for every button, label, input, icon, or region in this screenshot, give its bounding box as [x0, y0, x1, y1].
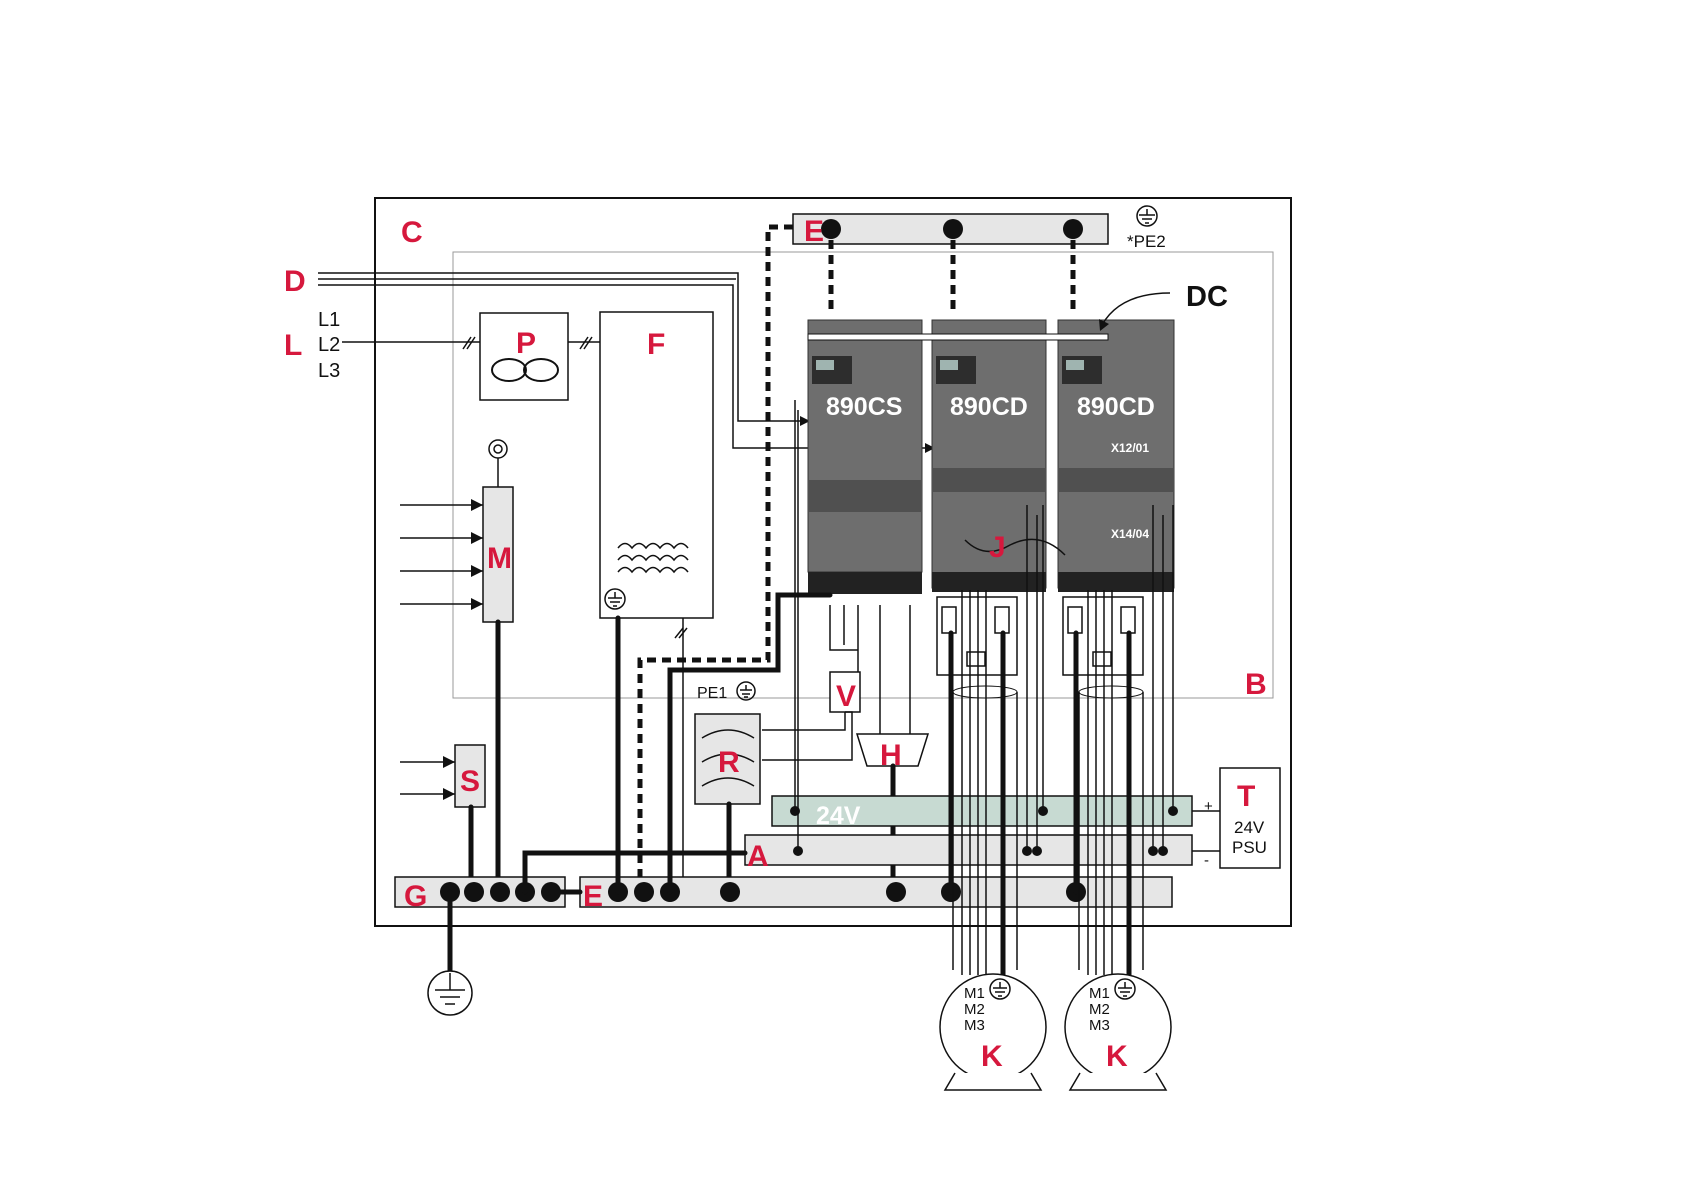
drive-890cd-2-label: 890CD [1077, 393, 1155, 421]
label-b: B [1245, 668, 1267, 701]
psu-voltage: 24V [1234, 818, 1265, 837]
port-x14-04: X14/04 [1111, 527, 1149, 541]
motor-1-m2: M2 [964, 1001, 985, 1018]
label-s: S [460, 765, 480, 798]
label-24v-bus: 24V [816, 802, 861, 830]
bus-a [745, 835, 1192, 865]
label-m: M [487, 542, 512, 575]
earth-terminal [943, 219, 963, 239]
motor-1-m1: M1 [964, 985, 985, 1002]
motor-2-m2: M2 [1089, 1001, 1110, 1018]
label-a: A [747, 840, 769, 873]
label-e-bottom: E [583, 880, 603, 913]
label-h: H [880, 739, 902, 772]
label-p: P [516, 327, 536, 360]
label-v: V [836, 680, 856, 713]
earth-terminal [1063, 219, 1083, 239]
label-pe2: *PE2 [1127, 232, 1166, 251]
label-f: F [647, 328, 665, 361]
motor-2-m3: M3 [1089, 1017, 1110, 1034]
label-l: L [284, 329, 302, 362]
psu-plus: + [1204, 798, 1213, 815]
label-dc: DC [1186, 281, 1228, 313]
dc-busbar [808, 334, 1108, 340]
label-g: G [404, 880, 427, 913]
main-earth-icon [428, 971, 472, 1015]
phase-l1: L1 [318, 309, 340, 331]
psu-minus: - [1204, 852, 1209, 869]
pe1-earth-icon [737, 682, 755, 700]
label-t: T [1237, 780, 1255, 813]
pe2-earth-icon [1137, 206, 1157, 226]
label-c: C [401, 216, 423, 249]
label-k-2: K [1106, 1040, 1128, 1073]
phase-l2: L2 [318, 334, 340, 356]
drive-890cs [808, 320, 922, 594]
drive-890cd-2 [1058, 320, 1174, 592]
psu-label: PSU [1232, 838, 1267, 857]
label-k-1: K [981, 1040, 1003, 1073]
label-r: R [718, 746, 740, 779]
motor-2-m1: M1 [1089, 985, 1110, 1002]
label-e-top: E [804, 215, 824, 248]
label-d: D [284, 265, 306, 298]
phase-l3: L3 [318, 360, 340, 382]
motor-1-m3: M3 [964, 1017, 985, 1034]
drive-890cd-1-label: 890CD [950, 393, 1028, 421]
drive-890cs-label: 890CS [826, 393, 902, 421]
label-pe1: PE1 [697, 685, 727, 702]
port-x12-01: X12/01 [1111, 441, 1149, 455]
label-j: J [989, 531, 1006, 564]
